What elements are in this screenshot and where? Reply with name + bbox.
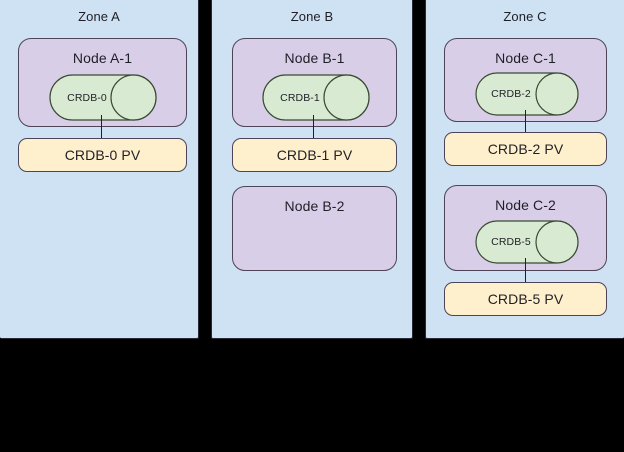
node-b-1-title: Node B-1: [284, 50, 345, 66]
cylinder-shape-icon: [475, 72, 579, 116]
node-c-1-title: Node C-1: [495, 50, 556, 66]
zone-panel-a[interactable]: Zone A Node A-1 CRDB-0 CRDB-0 PV: [0, 0, 199, 339]
zone-a-title: Zone A: [78, 9, 120, 24]
connector-node-b-1-to-pv: [313, 115, 314, 139]
zone-b-title: Zone B: [290, 9, 334, 24]
pv-label-crdb-2: CRDB-2 PV: [487, 141, 564, 157]
node-a-1-title: Node A-1: [72, 50, 133, 66]
connector-node-a-1-to-pv: [101, 115, 102, 139]
node-c-2-title: Node C-2: [495, 197, 556, 213]
database-cylinder-crdb-0[interactable]: CRDB-0: [49, 74, 157, 121]
database-cylinder-crdb-5[interactable]: CRDB-5: [475, 220, 579, 264]
pv-label-crdb-0: CRDB-0 PV: [64, 147, 141, 163]
cylinder-shape-icon: [475, 220, 579, 264]
connector-node-c-2-to-pv: [525, 258, 526, 283]
node-b-2-title: Node B-2: [284, 198, 345, 214]
pv-box-crdb-1[interactable]: CRDB-1 PV: [232, 138, 397, 172]
pv-label-crdb-5: CRDB-5 PV: [487, 291, 564, 307]
connector-node-c-1-to-pv: [525, 110, 526, 133]
zone-panel-c[interactable]: Zone C Node C-1 CRDB-2 CRDB-2 PV Node C-…: [425, 0, 624, 339]
pv-label-crdb-1: CRDB-1 PV: [276, 147, 353, 163]
pv-box-crdb-0[interactable]: CRDB-0 PV: [18, 138, 187, 172]
node-box-c-1[interactable]: Node C-1 CRDB-2: [444, 38, 607, 122]
cylinder-shape-icon: [49, 74, 157, 121]
node-box-a-1[interactable]: Node A-1 CRDB-0: [18, 38, 187, 127]
pv-box-crdb-2[interactable]: CRDB-2 PV: [444, 132, 607, 166]
zone-panel-b[interactable]: Zone B Node B-1 CRDB-1 CRDB-1 PV Node B-…: [211, 0, 413, 339]
node-box-b-1[interactable]: Node B-1 CRDB-1: [232, 38, 397, 127]
zone-c-title: Zone C: [503, 9, 547, 24]
cylinder-shape-icon: [262, 74, 370, 121]
pv-box-crdb-5[interactable]: CRDB-5 PV: [444, 282, 607, 316]
database-cylinder-crdb-1[interactable]: CRDB-1: [262, 74, 370, 121]
database-cylinder-crdb-2[interactable]: CRDB-2: [475, 72, 579, 116]
node-box-b-2[interactable]: Node B-2: [232, 186, 397, 271]
